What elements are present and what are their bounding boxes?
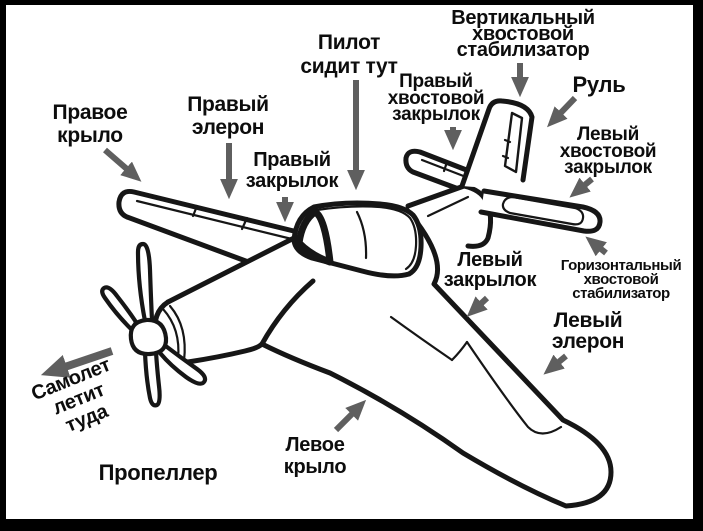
label-horizontal-stabilizer: Горизонтальный хвостовой стабилизатор (560, 257, 682, 302)
arrow-horizontal-stabilizer (585, 236, 608, 257)
label-left-tail-flap: Левый хвостовой закрылок (559, 124, 657, 178)
propeller-shape (100, 241, 208, 408)
label-right-aileron: Правый элерон (187, 93, 269, 139)
windscreen (295, 208, 334, 266)
arrow-right-wing (103, 147, 142, 182)
left-wing-shape (259, 207, 614, 509)
label-right-flap: Правый закрылок (245, 149, 339, 192)
propeller-blade-up (135, 241, 155, 324)
left-stabilizer-shape (478, 188, 603, 234)
arrow-flight-direction (40, 347, 114, 378)
rudder-panel (503, 111, 524, 174)
label-right-wing: Правое крыло (52, 101, 128, 147)
arrow-left-flap (466, 295, 490, 317)
label-left-flap: Левый закрылок (443, 249, 537, 291)
canopy-shape (291, 200, 424, 279)
vertical-fin-shape (459, 98, 535, 189)
label-vertical-stabilizer: Вертикальный хвостовой стабилизатор (451, 7, 595, 61)
label-right-tail-flap: Правый хвостовой закрылок (387, 71, 485, 125)
label-left-aileron: Левый элерон (551, 309, 625, 353)
propeller-spinner (128, 317, 169, 357)
label-pilot: Пилот сидит тут (300, 31, 398, 78)
arrow-left-aileron (543, 353, 568, 375)
arrow-left-wing (333, 399, 367, 433)
arrow-left-tail-flap (569, 176, 594, 198)
arrow-rudder (547, 95, 578, 128)
propeller-blade-left (100, 285, 139, 332)
label-propeller: Пропеллер (98, 460, 218, 485)
label-rudder: Руль (572, 72, 626, 97)
label-left-wing: Левое крыло (283, 434, 347, 478)
